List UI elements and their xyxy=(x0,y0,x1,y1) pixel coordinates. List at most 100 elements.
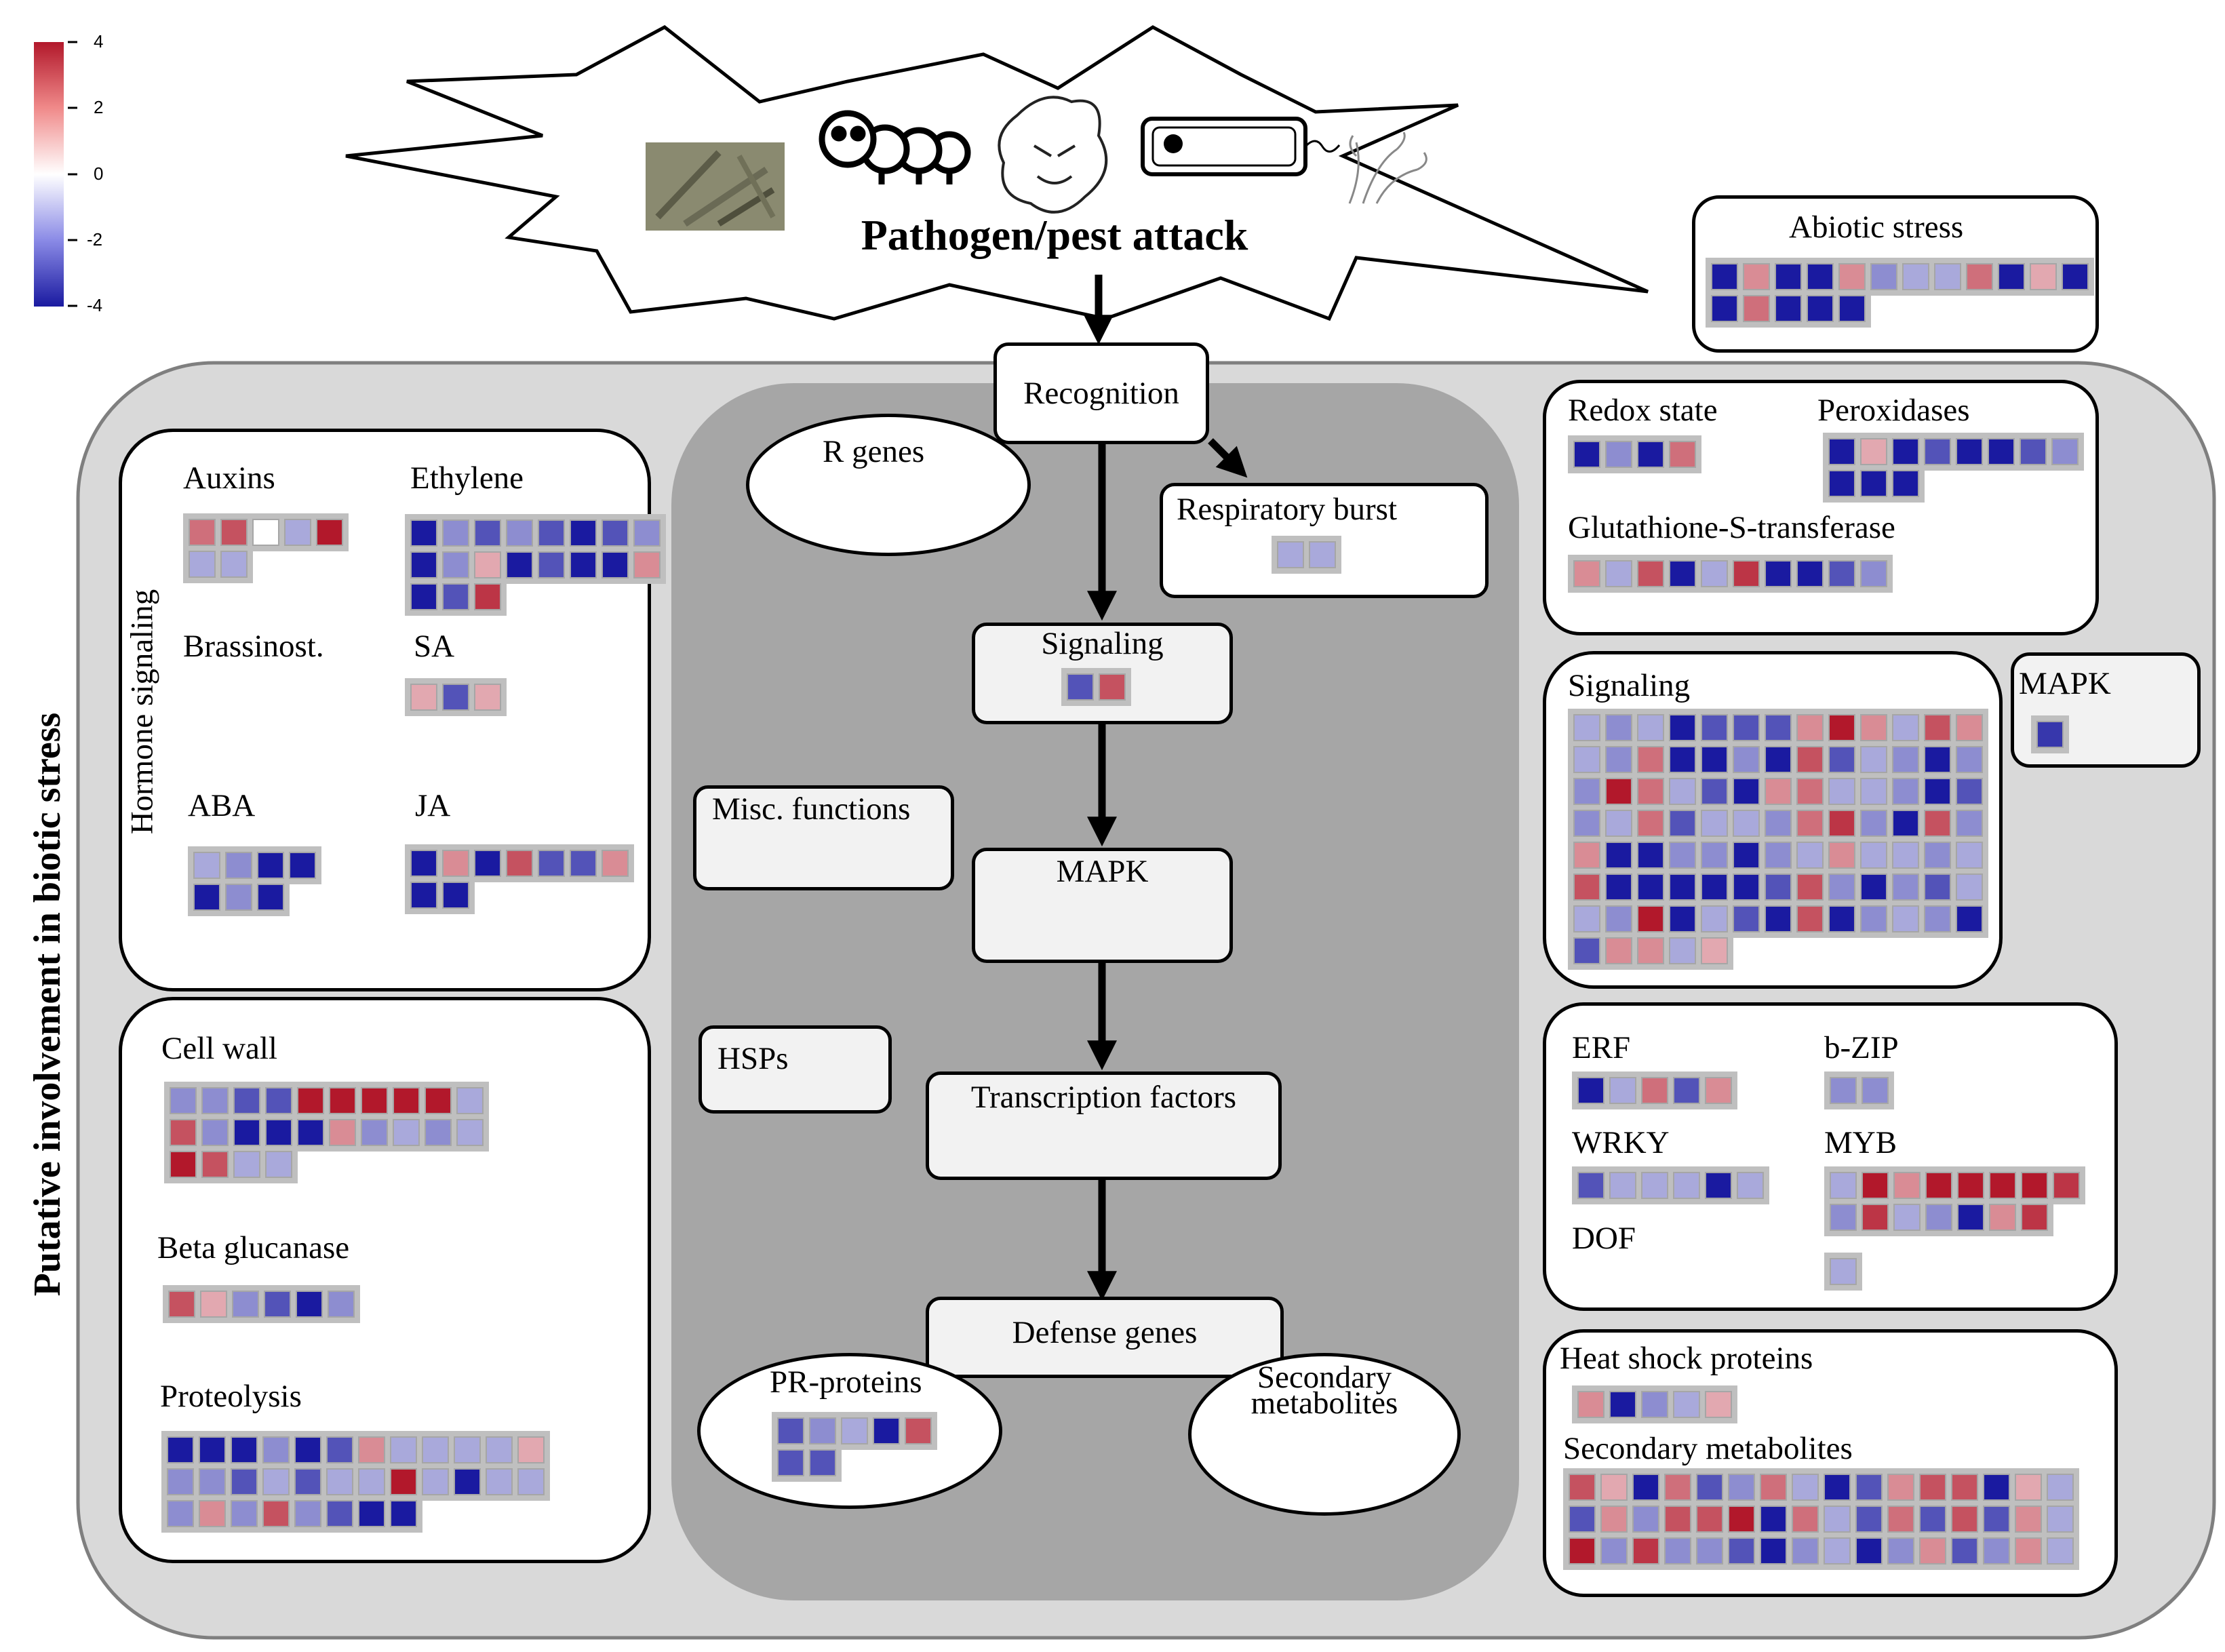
heatmap-cell xyxy=(1956,714,1983,741)
heatmap-cell xyxy=(506,519,533,547)
heatmap-cell xyxy=(1637,746,1664,773)
heatmap-cell xyxy=(1600,1474,1628,1501)
heatmap-cell xyxy=(1637,778,1664,805)
stimulus-title: Pathogen/pest attack xyxy=(861,211,1248,259)
heatmap-cell xyxy=(633,519,661,547)
heatmap-cell xyxy=(1669,937,1696,964)
heatmap-cell xyxy=(1637,560,1664,587)
heatmap-cell xyxy=(1807,263,1834,290)
heatmap-cell xyxy=(1956,438,1983,465)
heatmap-cell xyxy=(262,1500,290,1527)
core-pathway-panel xyxy=(671,383,1519,1600)
heatmap-cell xyxy=(1573,746,1600,773)
heatmap-cell xyxy=(2030,263,2057,290)
heatmap-cell xyxy=(1573,810,1600,837)
label-wrky: WRKY xyxy=(1572,1125,1670,1160)
heatmap-cell xyxy=(1760,1537,1787,1565)
label-signaling: Signaling xyxy=(1041,626,1164,661)
heatmap-cell xyxy=(329,1119,356,1146)
heatmap-cell xyxy=(1609,1077,1636,1104)
heatmap-cell xyxy=(265,1087,292,1114)
heatmap-cell xyxy=(390,1436,417,1463)
heatmap-cell xyxy=(1925,1204,1952,1231)
heatmap-cell xyxy=(201,1119,229,1146)
heatmap-cell xyxy=(905,1417,932,1444)
heatmap-cell xyxy=(1860,714,1887,741)
heatmap-cell xyxy=(1637,937,1664,964)
heatmap-cell xyxy=(456,1119,484,1146)
heatmap-cell xyxy=(232,1291,259,1318)
label-defense-genes: Defense genes xyxy=(1012,1315,1198,1350)
secondary-metabolites-ellipse xyxy=(1188,1353,1461,1516)
heatmap-cell xyxy=(265,1119,292,1146)
heatmap-cell xyxy=(1760,1474,1787,1501)
heatmap-cell xyxy=(1860,905,1887,932)
heatmap-cell xyxy=(1983,1474,2010,1501)
heatmap-cell xyxy=(1573,905,1600,932)
heatmap-cell xyxy=(538,519,565,547)
heatmap-cell xyxy=(1860,810,1887,837)
heatmap-cell xyxy=(1705,1077,1732,1104)
heatmap-cell xyxy=(1701,905,1728,932)
heatmap-cell xyxy=(265,1151,292,1178)
heatmap-cell xyxy=(410,684,437,711)
heatmap-cell xyxy=(1743,263,1770,290)
heatmap-cell xyxy=(1605,842,1632,869)
heatmap-cell xyxy=(1828,560,1855,587)
heatmap-cell xyxy=(2051,438,2079,465)
heatmap-cell xyxy=(1924,438,1951,465)
heatmap-cell xyxy=(602,850,629,877)
heatmap-cell xyxy=(1737,1172,1764,1199)
heatmap-cell xyxy=(390,1500,417,1527)
heatmap-cell xyxy=(570,551,597,578)
heatmap-cell xyxy=(841,1417,868,1444)
heatmap-cell xyxy=(231,1436,258,1463)
heatmap-cell xyxy=(1711,263,1738,290)
heatmap-cell xyxy=(474,583,501,610)
heatmap-cell xyxy=(1855,1506,1883,1533)
heatmap-cell xyxy=(1924,746,1951,773)
heatmap-cell xyxy=(252,519,279,546)
heatmap-cell xyxy=(1605,778,1632,805)
heatmap-cell xyxy=(328,1291,355,1318)
heatmap-cell xyxy=(1605,937,1632,964)
heatmap-cell xyxy=(1830,1258,1857,1285)
heatmap-cell xyxy=(1669,560,1696,587)
heatmap-cell xyxy=(1733,842,1760,869)
label-recognition: Recognition xyxy=(1023,376,1179,411)
heatmap-cell xyxy=(225,852,252,879)
heatmap-cell xyxy=(2021,1204,2048,1231)
heatmap-cell xyxy=(1892,714,1919,741)
label-beta-glucanase: Beta glucanase xyxy=(157,1230,350,1265)
heatmap-cell xyxy=(1951,1537,1978,1565)
heatmap-cell xyxy=(1673,1172,1700,1199)
bacterium-icon xyxy=(1141,117,1341,176)
heatmap-cell xyxy=(1956,778,1983,805)
heatmap-cell xyxy=(1641,1077,1668,1104)
heatmap-cell xyxy=(1577,1077,1604,1104)
heatmap-cell xyxy=(1569,1537,1596,1565)
fungus-icon xyxy=(998,96,1108,214)
heatmap-cell xyxy=(1796,873,1824,901)
label-sa: SA xyxy=(414,629,455,664)
heatmap-cell xyxy=(1669,842,1696,869)
heatmap-cell xyxy=(1796,560,1824,587)
label-ja: JA xyxy=(415,788,451,823)
heatmap-cell xyxy=(1860,438,1887,465)
heatmap-cell xyxy=(1824,1474,1851,1501)
heatmap-cell xyxy=(2036,721,2064,748)
heatmap-cell xyxy=(294,1468,321,1495)
heatmap-cell xyxy=(1733,778,1760,805)
heatmap-cell xyxy=(167,1500,194,1527)
heatmap-cell xyxy=(1605,746,1632,773)
recognition-box xyxy=(993,342,1209,444)
heatmap-cell xyxy=(1862,1204,1889,1231)
heatmap-cell xyxy=(1830,1204,1857,1231)
heatmap-cell xyxy=(809,1449,836,1476)
redox-box xyxy=(1543,380,2099,635)
heatmap-cell xyxy=(361,1119,388,1146)
heatmap-cell xyxy=(1669,778,1696,805)
heatmap-cell xyxy=(1669,810,1696,837)
heatmap-cell xyxy=(1951,1474,1978,1501)
heatmap-cell xyxy=(1893,1172,1921,1199)
